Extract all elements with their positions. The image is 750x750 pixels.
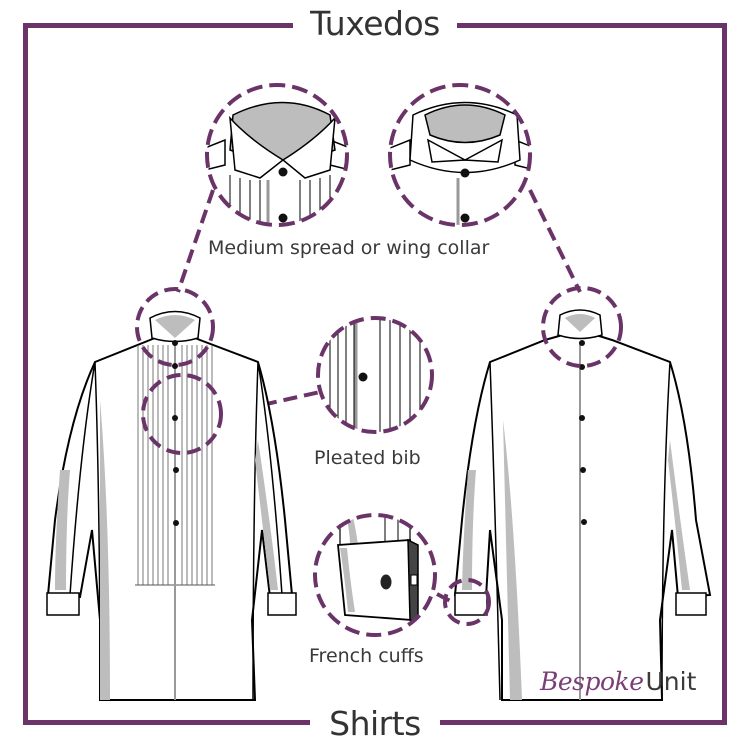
spread-collar-callout (205, 83, 349, 227)
brand-logo: BespokeUnit (540, 667, 696, 696)
left-shirt-illustration (46, 310, 297, 701)
brand-script: Bespoke (540, 667, 644, 696)
right-shirt-illustration (453, 309, 712, 701)
brand-plain: Unit (645, 667, 697, 696)
shirt-callout-rings (135, 286, 623, 626)
wing-collar-callout (388, 83, 532, 227)
page-title: Tuxedos (293, 4, 457, 44)
page-subtitle: Shirts (310, 704, 440, 744)
cuffs-label: French cuffs (309, 645, 424, 667)
bib-label: Pleated bib (314, 447, 421, 469)
pleated-bib-callout (316, 316, 434, 434)
french-cuff-callout (313, 513, 437, 637)
collar-label: Medium spread or wing collar (208, 237, 490, 259)
